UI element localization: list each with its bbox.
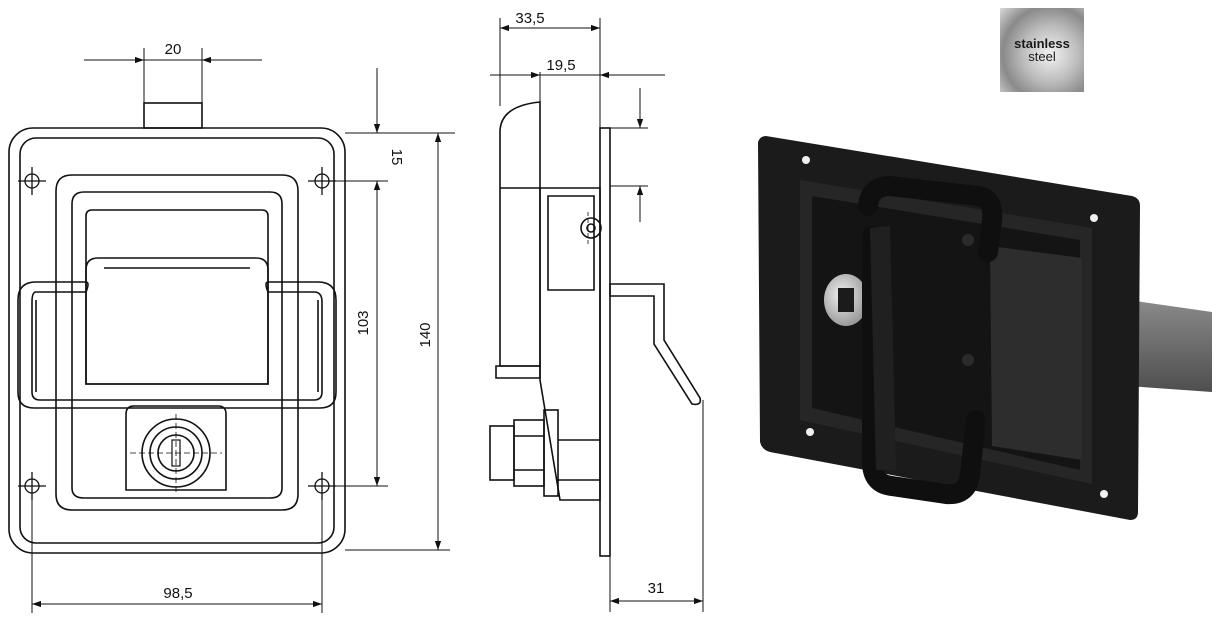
dim-hole-spacing-vertical: 103 bbox=[355, 310, 372, 335]
side-dimensions bbox=[490, 18, 704, 612]
front-lock-housing bbox=[125, 405, 227, 491]
dim-overall-height: 140 bbox=[417, 322, 434, 347]
front-view bbox=[8, 102, 346, 554]
dim-bolt-projection: 15 bbox=[388, 149, 405, 166]
front-bolt bbox=[143, 102, 203, 129]
side-lever bbox=[609, 283, 702, 406]
badge-line-2: steel bbox=[1028, 49, 1056, 64]
front-dimensions bbox=[31, 48, 455, 613]
product-handle bbox=[858, 175, 1003, 505]
front-recess bbox=[55, 174, 299, 511]
front-paddle bbox=[85, 257, 269, 385]
side-body bbox=[539, 187, 601, 501]
dim-handle-lift: 31 bbox=[648, 580, 665, 597]
side-pivot bbox=[580, 217, 602, 239]
side-view bbox=[489, 101, 702, 557]
dim-overall-depth: 33,5 bbox=[515, 10, 544, 27]
side-plate bbox=[599, 127, 611, 557]
stainless-steel-badge: stainless steel bbox=[1000, 8, 1084, 92]
dim-bolt-width: 20 bbox=[165, 41, 182, 58]
badge-line-1: stainless bbox=[1014, 36, 1070, 51]
side-handle bbox=[499, 101, 541, 367]
dim-handle-depth: 19,5 bbox=[546, 57, 575, 74]
product-photo bbox=[758, 136, 1212, 520]
product-paddle bbox=[990, 246, 1082, 460]
product-bolt bbox=[1128, 300, 1212, 392]
front-plate-outer bbox=[8, 127, 346, 554]
front-handle-bar bbox=[17, 281, 337, 409]
side-cylinder bbox=[489, 425, 515, 481]
dim-hole-spacing-horizontal: 98,5 bbox=[163, 585, 192, 602]
front-mounting-holes bbox=[18, 167, 336, 500]
front-plate-inner bbox=[19, 137, 335, 544]
